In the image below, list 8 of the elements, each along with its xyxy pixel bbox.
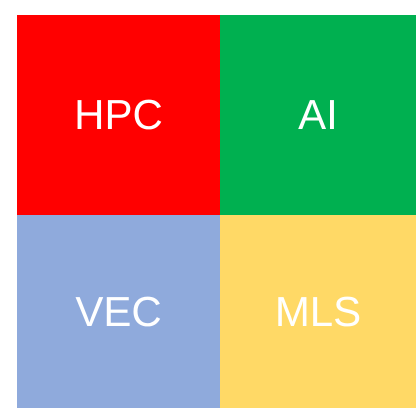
quadrant-tile	[220, 15, 416, 215]
tile-label: VEC	[75, 288, 162, 336]
quadrant-tile	[17, 215, 220, 408]
quadrant-tile	[17, 15, 220, 215]
tile-label: MLS	[274, 288, 362, 336]
tile-label: AI	[298, 91, 338, 139]
tile-label: HPC	[74, 91, 163, 139]
quadrant-tile	[220, 215, 416, 408]
